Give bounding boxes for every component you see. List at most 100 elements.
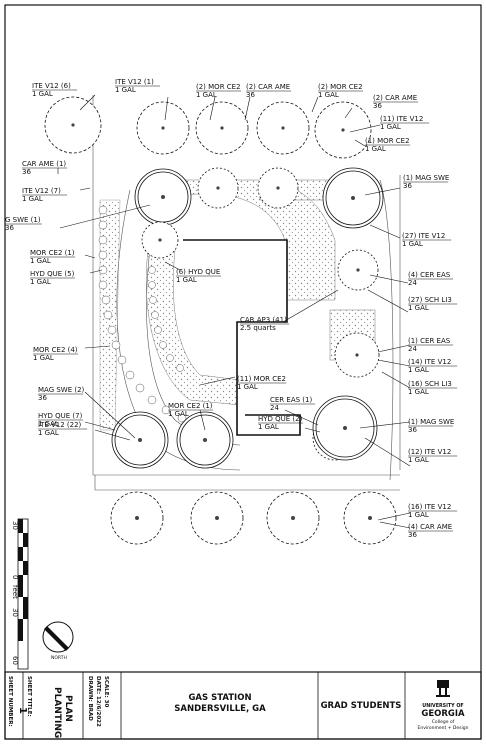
plant-label-species: G SWE (1): [5, 216, 41, 224]
plant-label: HYD QUE (2)1 GAL: [258, 415, 304, 431]
plant-label-species: (1) MAG SWE: [408, 418, 454, 426]
plant-label-size: 24: [270, 404, 279, 412]
plant-label-species: ITE V12 (7): [22, 187, 61, 195]
plant-label-size: 1 GAL: [365, 145, 386, 153]
plant-label-size: 1 GAL: [22, 195, 43, 203]
plant-label-size: 36: [403, 182, 412, 190]
plant-label-size: 1 GAL: [33, 354, 54, 362]
plant-label: MAG SWE (2)36: [38, 386, 85, 402]
plant-label-size: 1 GAL: [196, 91, 217, 99]
scale-tick-30: 30: [11, 608, 19, 617]
plant-label: HYD QUE (5)1 GAL: [30, 270, 76, 286]
plant-label: ITE V12 (6)1 GAL: [32, 82, 78, 98]
plant-label-species: HYD QUE (5): [30, 270, 75, 278]
leader-lines: [57, 94, 411, 529]
plant-label-species: HYD QUE (7): [38, 412, 83, 420]
drawing-date: DATE: 12/6/2022: [95, 676, 101, 727]
plant-label-species: (16) ITE V12: [408, 503, 451, 511]
plant-label-size: 1 GAL: [168, 410, 189, 418]
tree-centers: [71, 123, 372, 520]
plant-label-species: (11) MOR CE2: [237, 375, 286, 383]
plant-label-species: (1) MOR CE2: [365, 137, 410, 145]
plant-label-species: CAR AME (1): [22, 160, 66, 168]
sheet-number-label: SHEET NUMBER:: [7, 676, 13, 727]
plant-label-species: HYD QUE (2): [258, 415, 303, 423]
north-arrow: NORTH: [42, 621, 74, 661]
svg-text:Environment + Design: Environment + Design: [418, 725, 469, 731]
uga-logo: UNIVERSITY OF GEORGIA College of Environ…: [418, 680, 469, 731]
plant-label-species: ITE V12 (6): [32, 82, 71, 90]
plant-label-species: (14) ITE V12: [408, 358, 451, 366]
plant-label-size: 1 GAL: [38, 429, 59, 437]
plant-label-size: 1 GAL: [408, 511, 429, 519]
plant-label-species: (1) MAG SWE: [403, 174, 449, 182]
plant-label-species: MOR CE2 (1): [168, 402, 213, 410]
svg-text:UNIVERSITY OF: UNIVERSITY OF: [422, 703, 463, 709]
plant-label-size: 1 GAL: [176, 276, 197, 284]
plant-label-species: (16) SCH LI3: [408, 380, 452, 388]
project-name: GAS STATION: [188, 693, 251, 703]
plant-label-species: (27) SCH LI3: [408, 296, 452, 304]
plant-label: HYD QUE (7)1 GAL: [38, 412, 84, 428]
plant-label-species: (2) CAR AME: [373, 94, 417, 102]
plant-label-size: 1 GAL: [380, 123, 401, 131]
plant-label-size: 36: [5, 224, 14, 232]
plant-label-size: 1 GAL: [408, 304, 429, 312]
plant-label: ITE V12 (1)1 GAL: [115, 78, 161, 94]
sheet-number: 1: [17, 707, 28, 714]
plant-label-size: 1 GAL: [32, 90, 53, 98]
plant-label-size: 36: [38, 394, 47, 402]
plant-label: G SWE (1)36: [5, 216, 42, 232]
title-block: [4, 671, 482, 740]
plant-label-size: 1 GAL: [408, 366, 429, 374]
building-outline: [183, 239, 301, 436]
north-label: NORTH: [51, 655, 67, 661]
drawing-scale: SCALE: 30: [103, 676, 109, 707]
plant-label-size: 1 GAL: [38, 420, 59, 428]
scale-tick-30-left: 30: [11, 521, 19, 530]
plant-label: CAR AME (1)36: [22, 160, 68, 176]
plant-label-species: (27) ITE V12: [402, 232, 445, 240]
sheet-title-label: SHEET TITLE:: [26, 676, 32, 717]
plant-label: CAR AP3 (41)2.5 quarts: [240, 316, 290, 332]
plant-label-species: ITE V12 (22): [38, 421, 82, 429]
plant-label-size: 1 GAL: [402, 240, 423, 248]
plant-label: MOR CE2 (4)1 GAL: [33, 346, 79, 362]
plant-label-size: 1 GAL: [408, 388, 429, 396]
plant-label-species: (11) ITE V12: [380, 115, 423, 123]
scale-bar: 30 0 feet 30 60: [11, 518, 29, 670]
plant-label-species: (2) MOR CE2: [196, 83, 241, 91]
plant-label-size: 1 GAL: [237, 383, 258, 391]
plant-label-size: 1 GAL: [115, 86, 136, 94]
plant-label-size: 36: [22, 168, 31, 176]
plant-label-size: 24: [408, 279, 417, 287]
plant-label: MOR CE2 (1)1 GAL: [30, 249, 76, 265]
svg-text:GEORGIA: GEORGIA: [421, 709, 465, 719]
plant-label-species: (2) CAR AME: [246, 83, 290, 91]
plant-label-species: (12) ITE V12: [408, 448, 451, 456]
plant-label-species: MOR CE2 (1): [30, 249, 75, 257]
plant-label: CER EAS (1)24: [270, 396, 316, 412]
plant-label-species: (4) CAR AME: [408, 523, 452, 531]
plant-label-species: ITE V12 (1): [115, 78, 154, 86]
plant-label-size: 1 GAL: [408, 456, 429, 464]
project-location: SANDERSVILLE, GA: [174, 704, 266, 714]
